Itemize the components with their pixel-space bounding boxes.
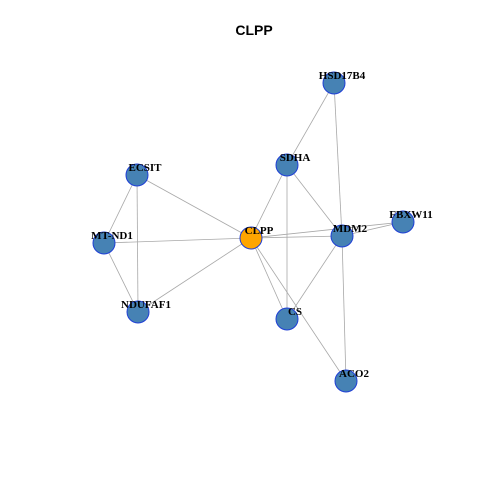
node-label-cs: CS	[288, 306, 302, 318]
edge-clpp-mdm2	[250, 235, 343, 239]
node-hsd17b4: HSD17B4	[319, 70, 366, 95]
node-label-mt-nd1: MT-ND1	[91, 230, 133, 242]
node-label-sdha: SDHA	[280, 152, 311, 164]
node-circle-fbxw11	[391, 210, 415, 234]
node-circle-ecsit	[125, 163, 149, 187]
node-fbxw11: FBXW11	[389, 209, 433, 234]
node-circle-aco2	[334, 369, 358, 393]
diagram-title: CLPP	[235, 22, 272, 38]
node-mt-nd1: MT-ND1	[91, 230, 133, 255]
node-clpp: CLPP	[239, 225, 274, 250]
edge-clpp-ecsit	[136, 174, 252, 239]
node-label-ecsit: ECSIT	[128, 162, 162, 174]
node-circle-mdm2	[330, 224, 354, 248]
edge-sdha-hsd17b4	[286, 82, 335, 166]
node-label-clpp: CLPP	[245, 225, 274, 237]
node-label-ndufaf1: NDUFAF1	[121, 299, 171, 311]
edge-sdha-mdm2	[286, 164, 343, 237]
node-circle-mt-nd1	[92, 231, 116, 255]
edge-clpp-ndufaf1	[137, 237, 252, 313]
edge-hsd17b4-mdm2	[333, 82, 343, 237]
node-label-fbxw11: FBXW11	[389, 209, 432, 221]
node-mdm2: MDM2	[330, 223, 368, 248]
node-cs: CS	[275, 306, 302, 331]
node-label-mdm2: MDM2	[333, 223, 368, 235]
edge-ecsit-ndufaf1	[136, 174, 139, 313]
edge-mdm2-cs	[286, 235, 343, 320]
edge-clpp-cs	[250, 237, 288, 320]
node-sdha: SDHA	[275, 152, 311, 177]
edge-clpp-sdha	[250, 164, 288, 239]
node-circle-ndufaf1	[126, 300, 150, 324]
edge-clpp-fbxw11	[250, 221, 404, 239]
node-label-hsd17b4: HSD17B4	[319, 70, 366, 82]
edge-mdm2-aco2	[341, 235, 347, 382]
node-aco2: ACO2	[334, 368, 369, 393]
edges-layer	[103, 82, 404, 382]
edge-ecsit-mt-nd1	[103, 174, 138, 244]
node-ndufaf1: NDUFAF1	[121, 299, 171, 324]
node-label-aco2: ACO2	[339, 368, 369, 380]
edge-mt-nd1-ndufaf1	[103, 242, 139, 313]
node-circle-clpp	[239, 226, 263, 250]
edge-clpp-aco2	[250, 237, 347, 382]
node-ecsit: ECSIT	[125, 162, 162, 187]
node-circle-cs	[275, 307, 299, 331]
edge-clpp-mt-nd1	[103, 237, 252, 244]
node-circle-hsd17b4	[322, 71, 346, 95]
node-circle-sdha	[275, 153, 299, 177]
